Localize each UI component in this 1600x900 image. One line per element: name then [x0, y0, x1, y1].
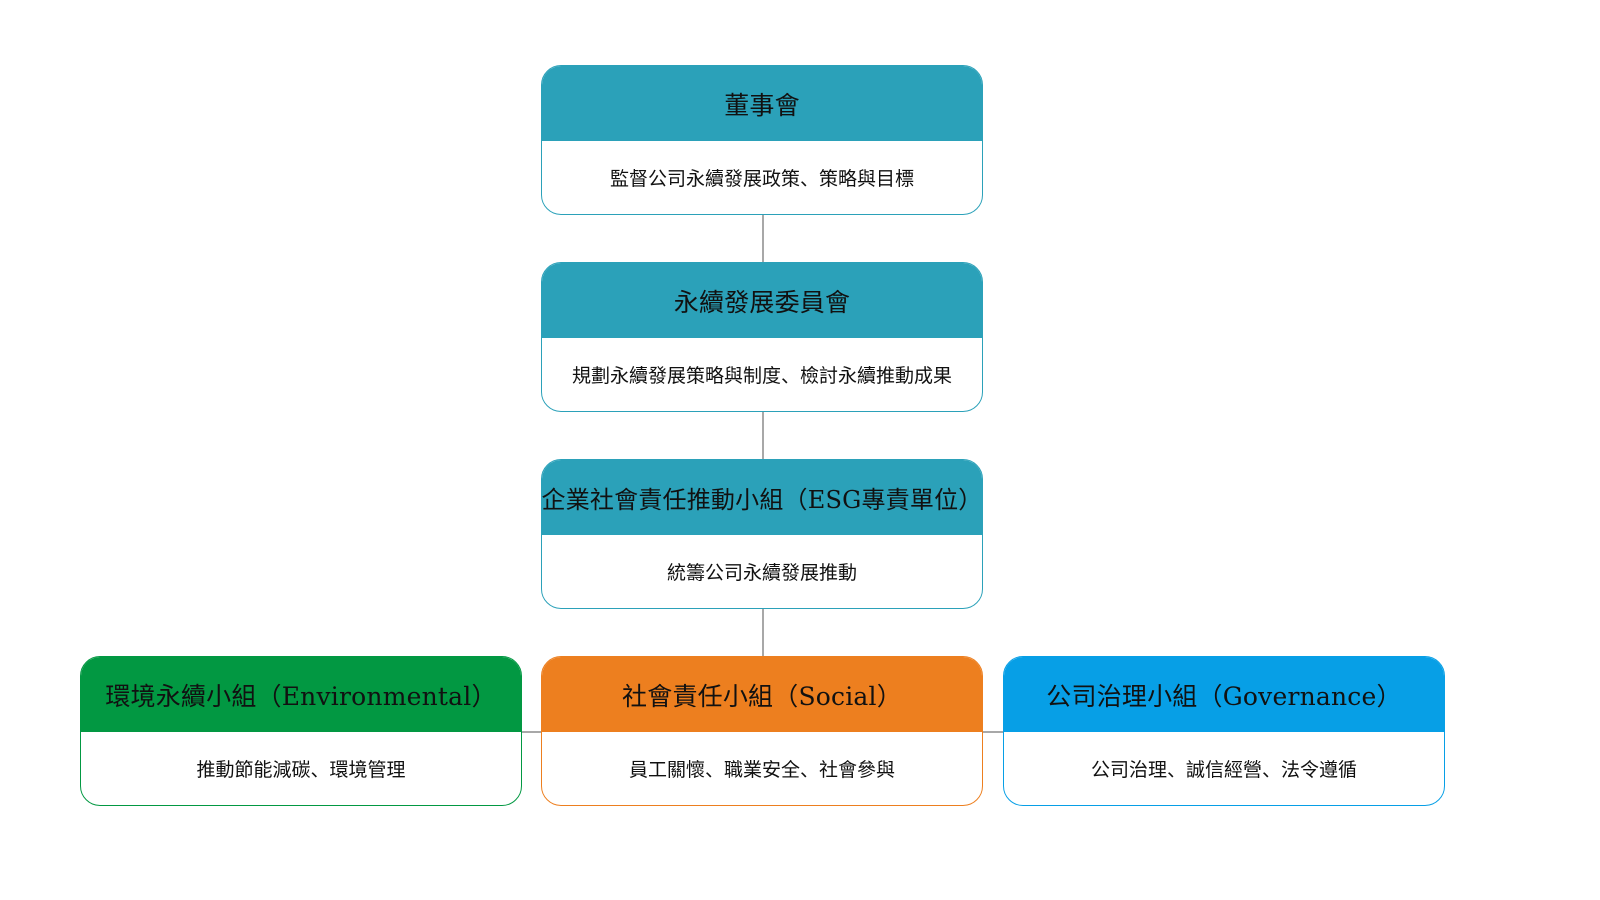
node-social-title: 社會責任小組（Social） — [542, 657, 982, 732]
connector-csr-social — [762, 608, 764, 656]
node-board-title: 董事會 — [542, 66, 982, 141]
connector-board-committee — [762, 214, 764, 262]
node-committee-title: 永續發展委員會 — [542, 263, 982, 338]
node-governance-title: 公司治理小組（Governance） — [1004, 657, 1444, 732]
node-environmental: 環境永續小組（Environmental） 推動節能減碳、環境管理 — [80, 656, 522, 806]
node-committee: 永續發展委員會 規劃永續發展策略與制度、檢討永續推動成果 — [541, 262, 983, 412]
node-csr: 企業社會責任推動小組（ESG專責單位） 統籌公司永續發展推動 — [541, 459, 983, 609]
node-governance: 公司治理小組（Governance） 公司治理、誠信經營、法令遵循 — [1003, 656, 1445, 806]
node-environmental-title: 環境永續小組（Environmental） — [81, 657, 521, 732]
node-social-desc: 員工關懷、職業安全、社會參與 — [628, 759, 895, 781]
node-committee-desc: 規劃永續發展策略與制度、檢討永續推動成果 — [571, 365, 952, 387]
node-governance-desc: 公司治理、誠信經營、法令遵循 — [1090, 759, 1357, 781]
connector-social-gov — [983, 731, 1003, 733]
node-environmental-desc: 推動節能減碳、環境管理 — [196, 759, 406, 781]
node-board: 董事會 監督公司永續發展政策、策略與目標 — [541, 65, 983, 215]
node-board-desc: 監督公司永續發展政策、策略與目標 — [609, 168, 914, 190]
connector-env-social — [522, 731, 542, 733]
connector-committee-csr — [762, 411, 764, 459]
node-social: 社會責任小組（Social） 員工關懷、職業安全、社會參與 — [541, 656, 983, 806]
node-csr-title: 企業社會責任推動小組（ESG專責單位） — [542, 460, 982, 535]
node-csr-desc: 統籌公司永續發展推動 — [666, 562, 857, 584]
